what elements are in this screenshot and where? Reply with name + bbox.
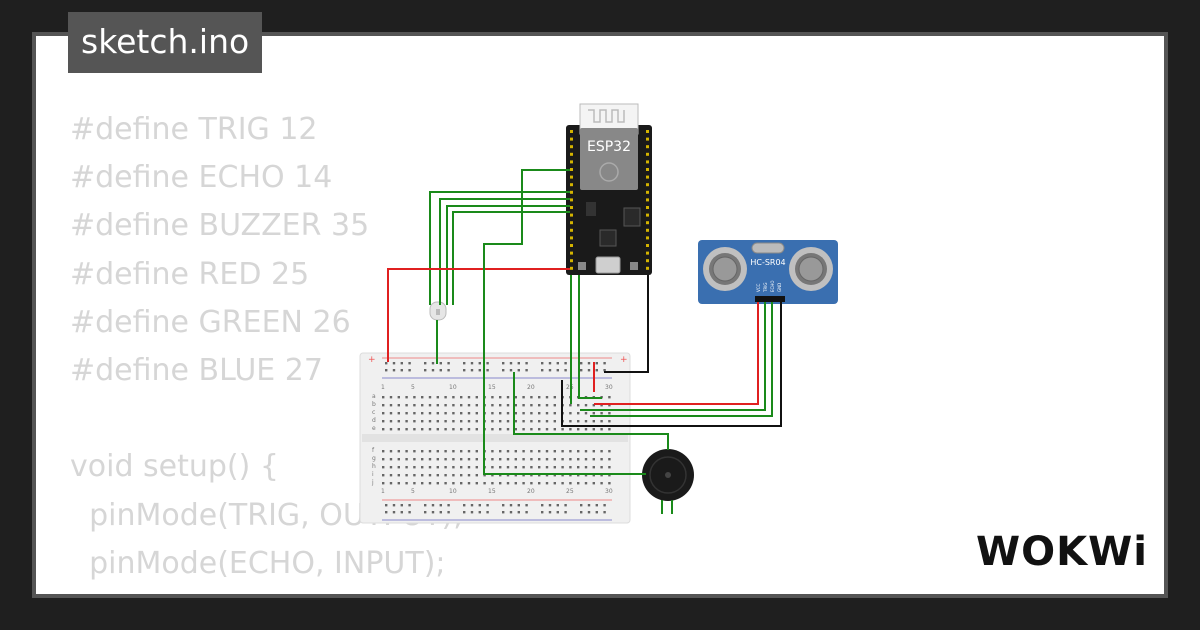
column-number: 5 — [411, 384, 415, 391]
column-number: 1 — [381, 488, 385, 495]
column-numbers-top: 1 5 10 15 20 25 30 — [381, 384, 613, 391]
row-letters-top: a b c d e — [372, 393, 376, 432]
row-letter: i — [372, 471, 374, 478]
column-number: 10 — [449, 488, 457, 495]
row-letter: a — [372, 393, 376, 400]
code-line: #define ECHO 14 — [70, 160, 333, 196]
code-line: pinMode(ECHO, INPUT); — [70, 545, 446, 581]
column-number: 5 — [411, 488, 415, 495]
rgb-led[interactable] — [429, 301, 447, 321]
column-number: 20 — [527, 384, 535, 391]
wokwi-logo: WOKWi — [976, 529, 1148, 575]
code-line: #define TRIG 12 — [70, 112, 318, 147]
column-number: 20 — [527, 488, 535, 495]
row-letter: c — [372, 409, 375, 416]
column-number: 1 — [381, 384, 385, 391]
row-letter: b — [372, 401, 376, 408]
row-letter: j — [371, 479, 374, 486]
code-line: #define BLUE 27 — [70, 352, 323, 388]
buzzer[interactable] — [642, 449, 694, 501]
column-number: 25 — [566, 488, 574, 495]
code-line: void setup() { — [70, 449, 279, 485]
esp32-board[interactable]: ESP32 — [566, 103, 652, 275]
code-line: #define BUZZER 35 — [70, 208, 370, 244]
ultrasonic-sensor[interactable]: HC-SR04 VCC TRIG ECHO GND — [698, 240, 838, 304]
row-letter: e — [372, 425, 376, 432]
svg-text:+: + — [368, 355, 376, 365]
code-line: pinMode(BUZZER, OUTPUT); — [70, 588, 515, 595]
column-number: 25 — [566, 384, 574, 391]
column-number: 30 — [605, 384, 613, 391]
code-line: #define RED 25 — [70, 256, 310, 292]
row-letter: g — [372, 455, 376, 462]
column-number: 15 — [488, 488, 496, 495]
row-letter: d — [372, 417, 376, 424]
sensor-pin-label: TRIG — [763, 282, 768, 293]
row-letter: f — [372, 447, 375, 454]
breadboard[interactable]: + + 1 5 10 15 20 25 30 1 5 10 15 20 25 3… — [359, 352, 631, 524]
file-tab[interactable]: sketch.ino — [68, 12, 263, 73]
sensor-pin-label: ECHO — [770, 281, 775, 292]
wires[interactable] — [387, 169, 782, 514]
code-line: #define GREEN 26 — [70, 304, 351, 340]
sensor-pin-label: VCC — [756, 283, 761, 292]
column-number: 30 — [605, 488, 613, 495]
sensor-label: HC-SR04 — [750, 258, 785, 267]
column-number: 15 — [488, 384, 496, 391]
column-number: 10 — [449, 384, 457, 391]
esp32-label: ESP32 — [587, 139, 631, 155]
row-letters-bottom: f g h i j — [371, 447, 376, 486]
row-letter: h — [372, 463, 376, 470]
svg-text:+: + — [620, 355, 628, 365]
sensor-pin-label: GND — [777, 283, 782, 292]
column-numbers-bottom: 1 5 10 15 20 25 30 — [381, 488, 613, 495]
